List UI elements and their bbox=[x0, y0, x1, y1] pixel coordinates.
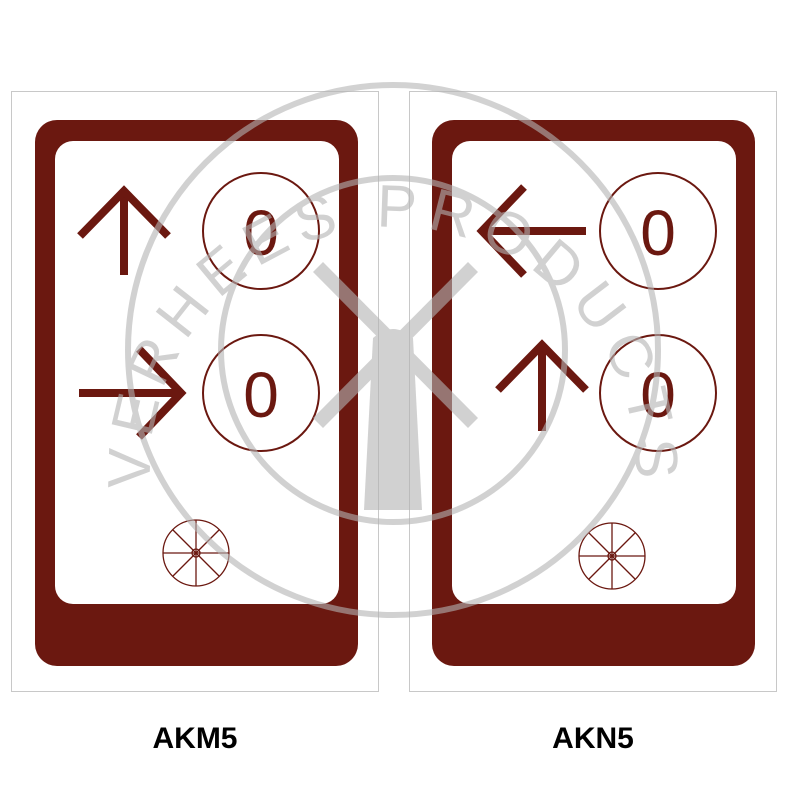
arrow-left-icon bbox=[476, 184, 586, 278]
number-circle: 0 bbox=[202, 334, 320, 452]
number-value: 0 bbox=[243, 197, 279, 269]
sign-akn5: 0 0 bbox=[432, 120, 755, 666]
arrow-up-icon bbox=[495, 339, 589, 431]
wheel-icon bbox=[578, 522, 646, 590]
product-code: AKM5 bbox=[152, 722, 238, 755]
product-code: AKN5 bbox=[552, 722, 634, 755]
sign-face: 0 0 bbox=[452, 141, 736, 604]
arrow-up-icon bbox=[77, 185, 171, 275]
number-circle: 0 bbox=[599, 172, 717, 290]
arrow-right-icon bbox=[79, 346, 187, 440]
wheel-icon bbox=[162, 519, 230, 587]
sign-face: 0 0 bbox=[55, 141, 339, 604]
number-value: 0 bbox=[243, 359, 279, 431]
number-value: 0 bbox=[640, 359, 676, 431]
number-circle: 0 bbox=[202, 172, 320, 290]
number-circle: 0 bbox=[599, 334, 717, 452]
sign-akm5: 0 0 bbox=[35, 120, 358, 666]
number-value: 0 bbox=[640, 197, 676, 269]
